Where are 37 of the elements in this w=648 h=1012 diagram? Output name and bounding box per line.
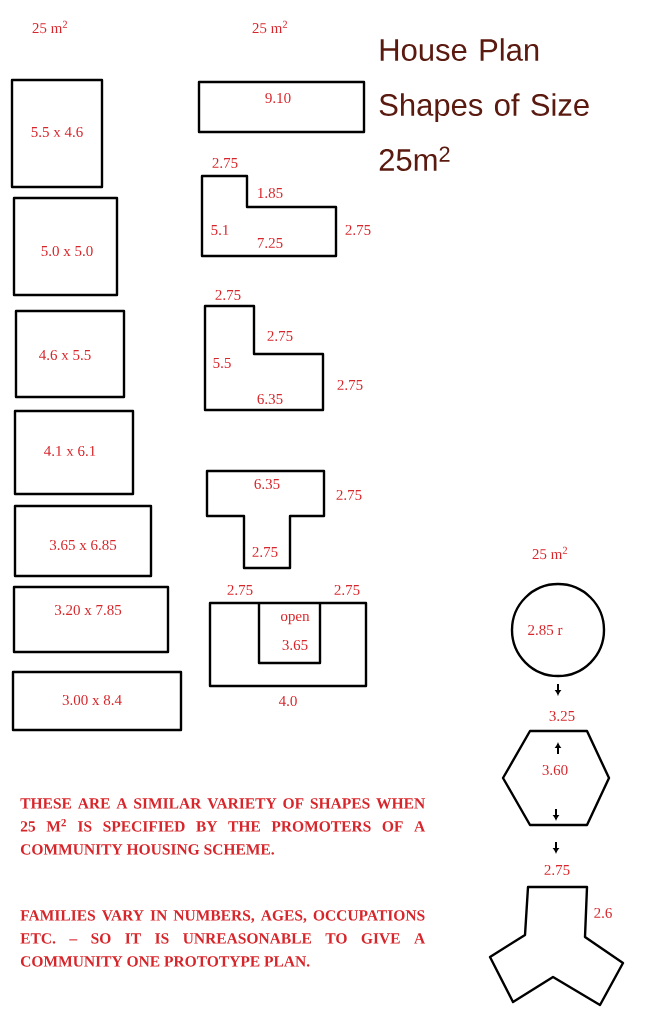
- area-label: 25 m$^{2}$: [32, 20, 67, 34]
- dimension-label: 2.75: [337, 379, 363, 391]
- dimension-label: 2.75: [544, 864, 570, 876]
- dimension-label: 3.60: [542, 764, 568, 776]
- title: House Plan Shapes of Size 25m$^{2}$: [379, 38, 589, 171]
- note-paragraph: FAMILIES VARY IN NUMBERS, AGES, OCCUPATIONS ETC. – SO IT IS UNREASONABLE TO GIVE A COMMUNITY ONE PROTOTYPE PLAN.: [20, 910, 426, 967]
- dimension-label: 3.00 x 8.4: [62, 694, 122, 706]
- dimension-label: 5.5 x 4.6: [31, 126, 83, 138]
- dimension-label: 3.20 x 7.85: [54, 604, 122, 616]
- note-paragraph: THESE ARE A SIMILAR VARIETY OF SHAPES WHEN 25 M$^{2}$ IS SPECIFIED BY THE PROMOTERS OF A COMMUNITY HOUSING SCHEME.: [20, 798, 426, 855]
- dimension-label: 4.1 x 6.1: [44, 445, 96, 457]
- dimension-label: 5.5: [213, 358, 231, 369]
- dimension-label: 2.75: [215, 289, 241, 301]
- dimension-label: 4.0: [278, 695, 297, 707]
- dimension-label: 2.6: [594, 907, 612, 919]
- dimension-label: 2.75: [227, 584, 253, 596]
- dimension-label: 2.75: [336, 489, 362, 501]
- area-label: 25 m$^{2}$: [252, 20, 287, 34]
- dimension-label: 2.85 r: [528, 624, 563, 636]
- dimension-label: 2.75: [345, 224, 371, 236]
- dimension-label: 5.0 x 5.0: [41, 245, 93, 257]
- dimension-label: 9.10: [265, 92, 291, 104]
- dimension-label: 2.75: [252, 546, 278, 558]
- dimension-label: 7.25: [257, 237, 283, 249]
- dimension-label: open: [281, 613, 310, 625]
- dimension-label: 6.35: [254, 478, 280, 490]
- dimension-label: 2.75: [212, 157, 238, 169]
- dimension-label: 1.85: [258, 187, 283, 199]
- dimension-label: 5.1: [211, 224, 229, 236]
- area-label: 25 m$^{2}$: [532, 546, 567, 560]
- dimension-label: 3.65: [282, 639, 308, 651]
- dimension-label: 2.75: [334, 584, 360, 596]
- dimension-label: 4.6 x 5.5: [39, 349, 91, 361]
- dimension-label: 2.75: [267, 330, 293, 342]
- dimension-label: 3.65 x 6.85: [49, 539, 117, 551]
- dimension-label: 6.35: [257, 393, 283, 405]
- dimension-label: 3.25: [549, 710, 575, 722]
